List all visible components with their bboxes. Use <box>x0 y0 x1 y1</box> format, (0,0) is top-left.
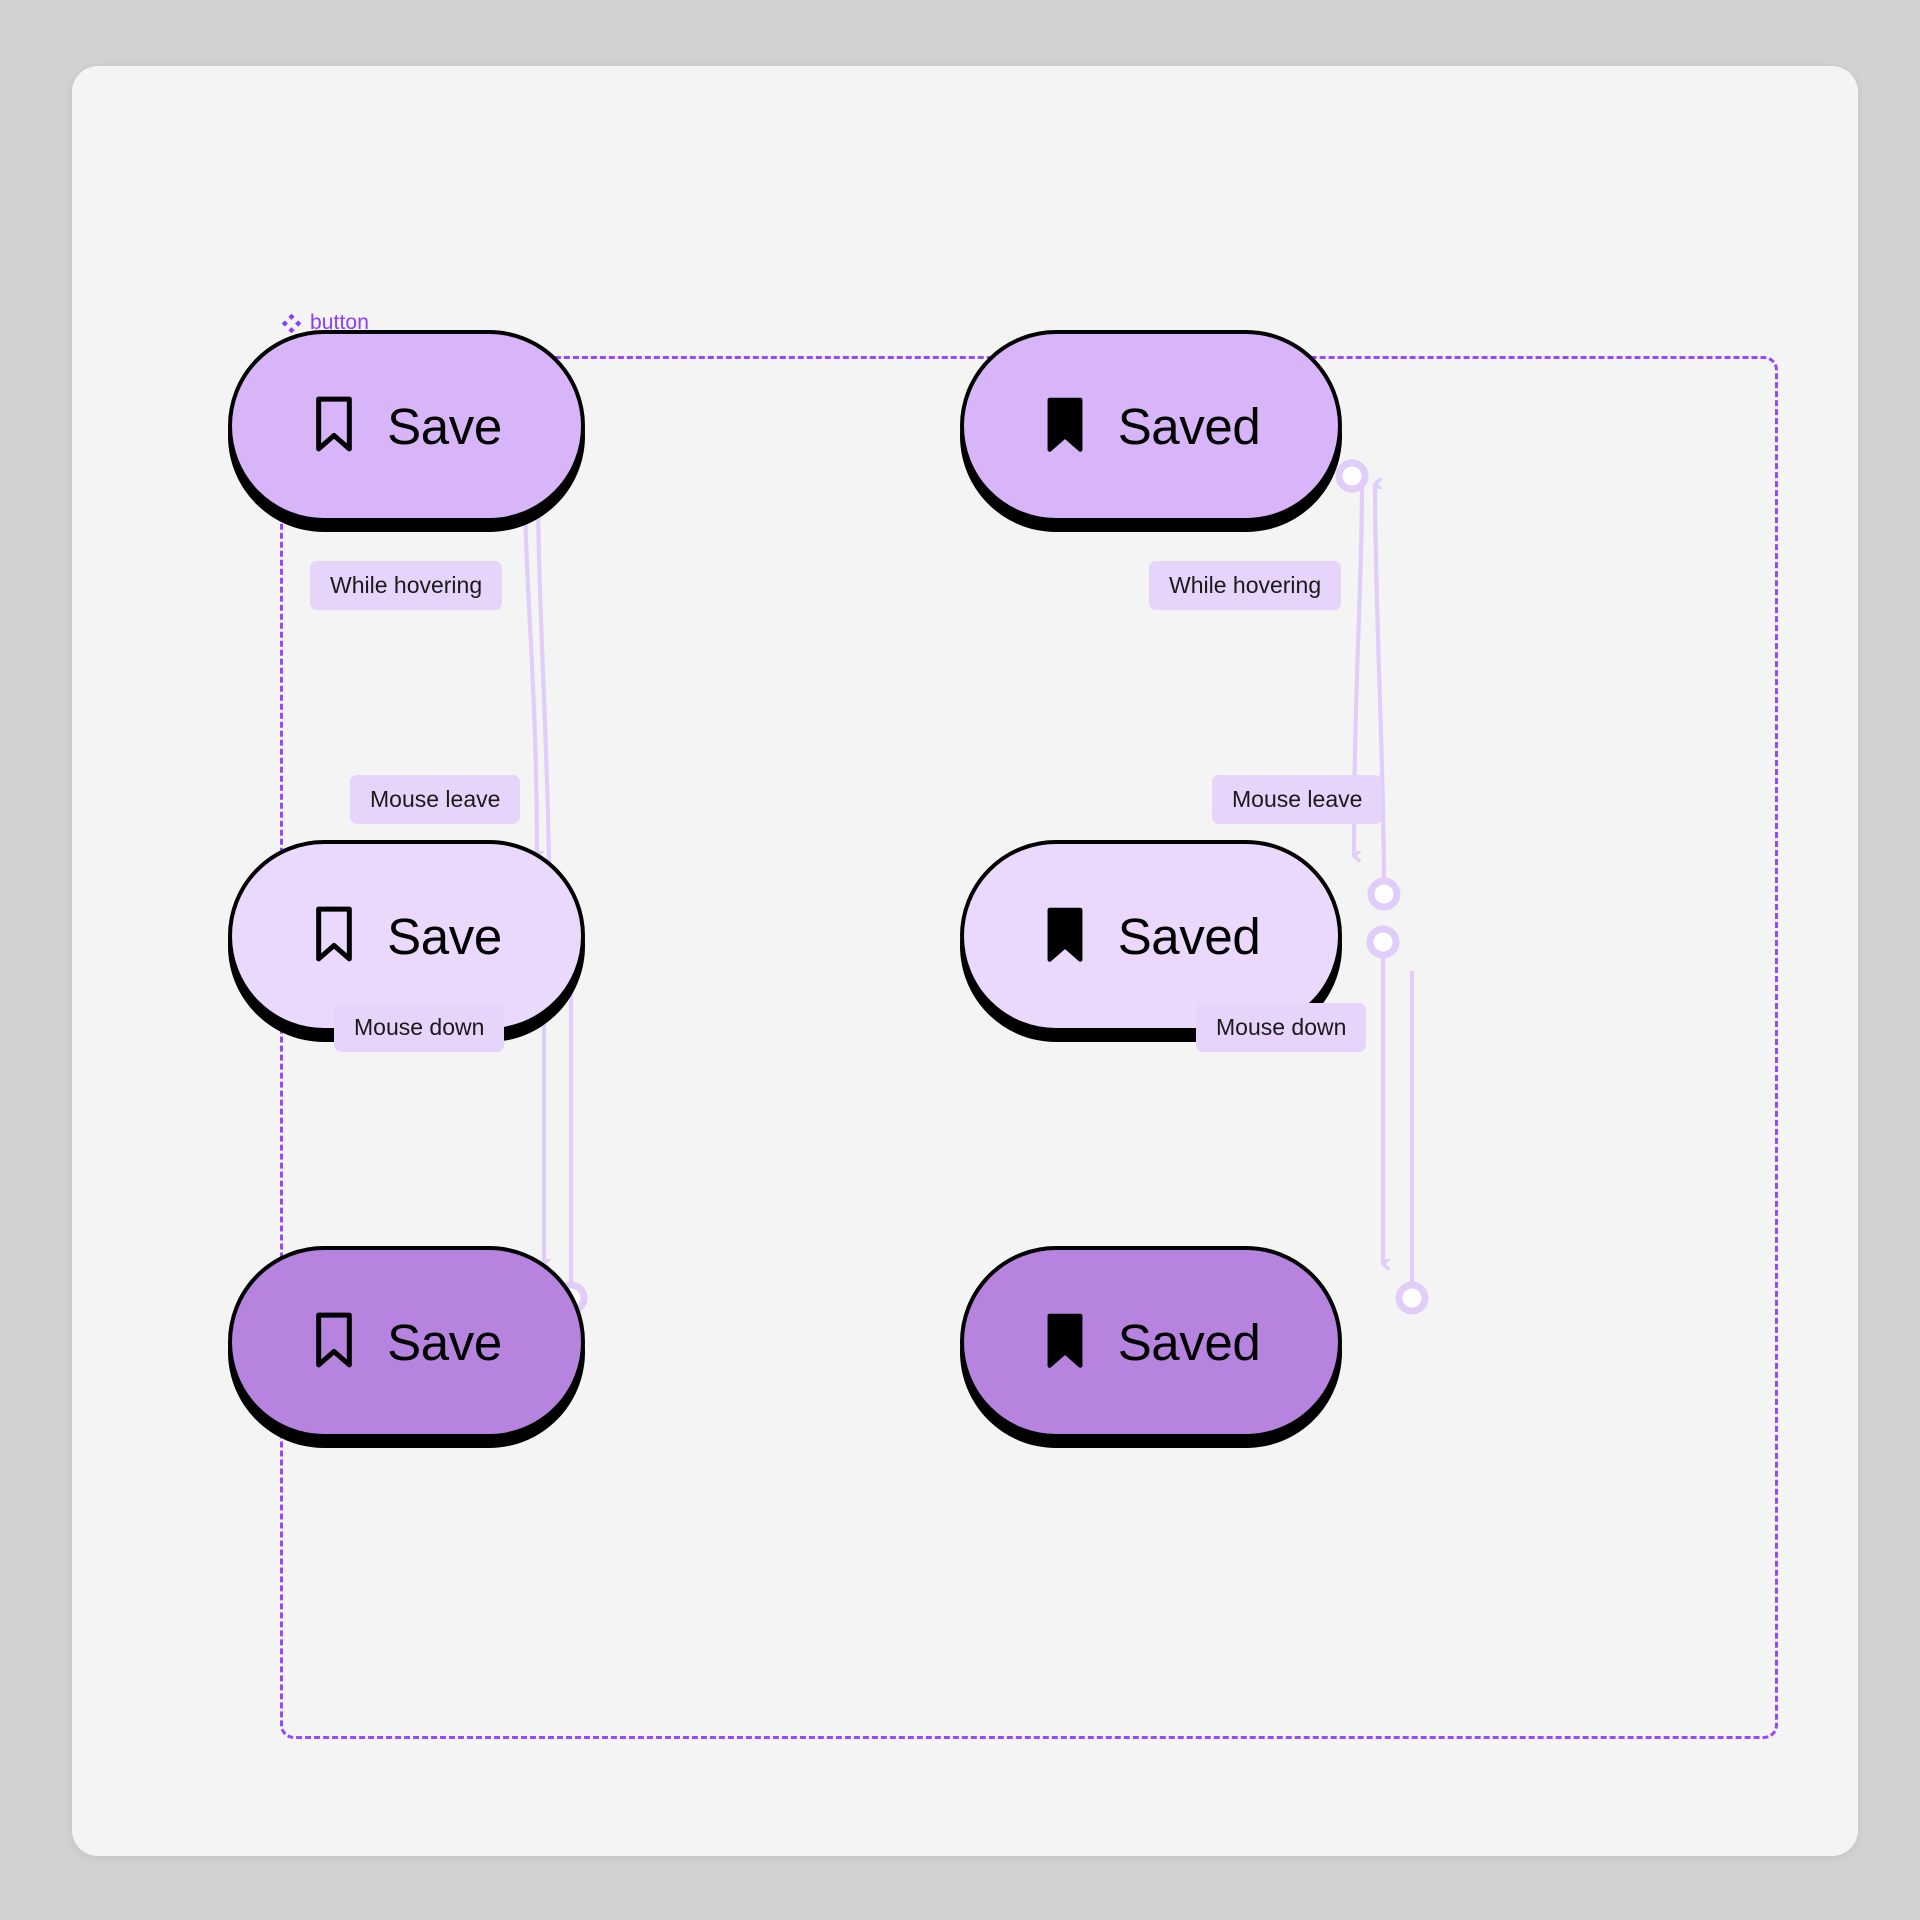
component-set-frame[interactable] <box>280 356 1778 1739</box>
component-set-name: button <box>310 311 369 334</box>
variant-save-default[interactable]: Save <box>228 330 585 522</box>
variant-saved-default[interactable]: Saved <box>960 330 1342 522</box>
bookmark-outline-icon <box>311 905 357 968</box>
connector-label-left-mouse-leave[interactable]: Mouse leave <box>350 775 521 824</box>
figma-canvas-card: button <box>72 66 1858 1856</box>
connector-label-left-mouse-down[interactable]: Mouse down <box>334 1003 505 1052</box>
bookmark-outline-icon <box>311 395 357 458</box>
variant-label: Save <box>387 397 502 455</box>
variant-label: Save <box>387 1313 502 1371</box>
connector-label-right-mouse-leave[interactable]: Mouse leave <box>1212 775 1383 824</box>
variant-save-hover[interactable]: Save <box>228 840 585 1032</box>
connector-label-right-while-hovering[interactable]: While hovering <box>1149 561 1342 610</box>
connector-label-left-while-hovering[interactable]: While hovering <box>310 561 503 610</box>
bookmark-filled-icon <box>1042 395 1088 458</box>
variant-label: Saved <box>1117 907 1261 965</box>
bookmark-filled-icon <box>1042 1311 1088 1374</box>
variant-saved-hover[interactable]: Saved <box>960 840 1342 1032</box>
variant-label: Saved <box>1117 397 1261 455</box>
variant-label: Save <box>387 907 502 965</box>
variant-label: Saved <box>1117 1313 1261 1371</box>
variant-saved-pressed[interactable]: Saved <box>960 1246 1342 1438</box>
bookmark-filled-icon <box>1042 905 1088 968</box>
variant-save-pressed[interactable]: Save <box>228 1246 585 1438</box>
component-set-label[interactable]: button <box>282 311 369 335</box>
bookmark-outline-icon <box>311 1311 357 1374</box>
component-set-diamond-icon <box>282 313 301 333</box>
connector-label-right-mouse-down[interactable]: Mouse down <box>1196 1003 1367 1052</box>
